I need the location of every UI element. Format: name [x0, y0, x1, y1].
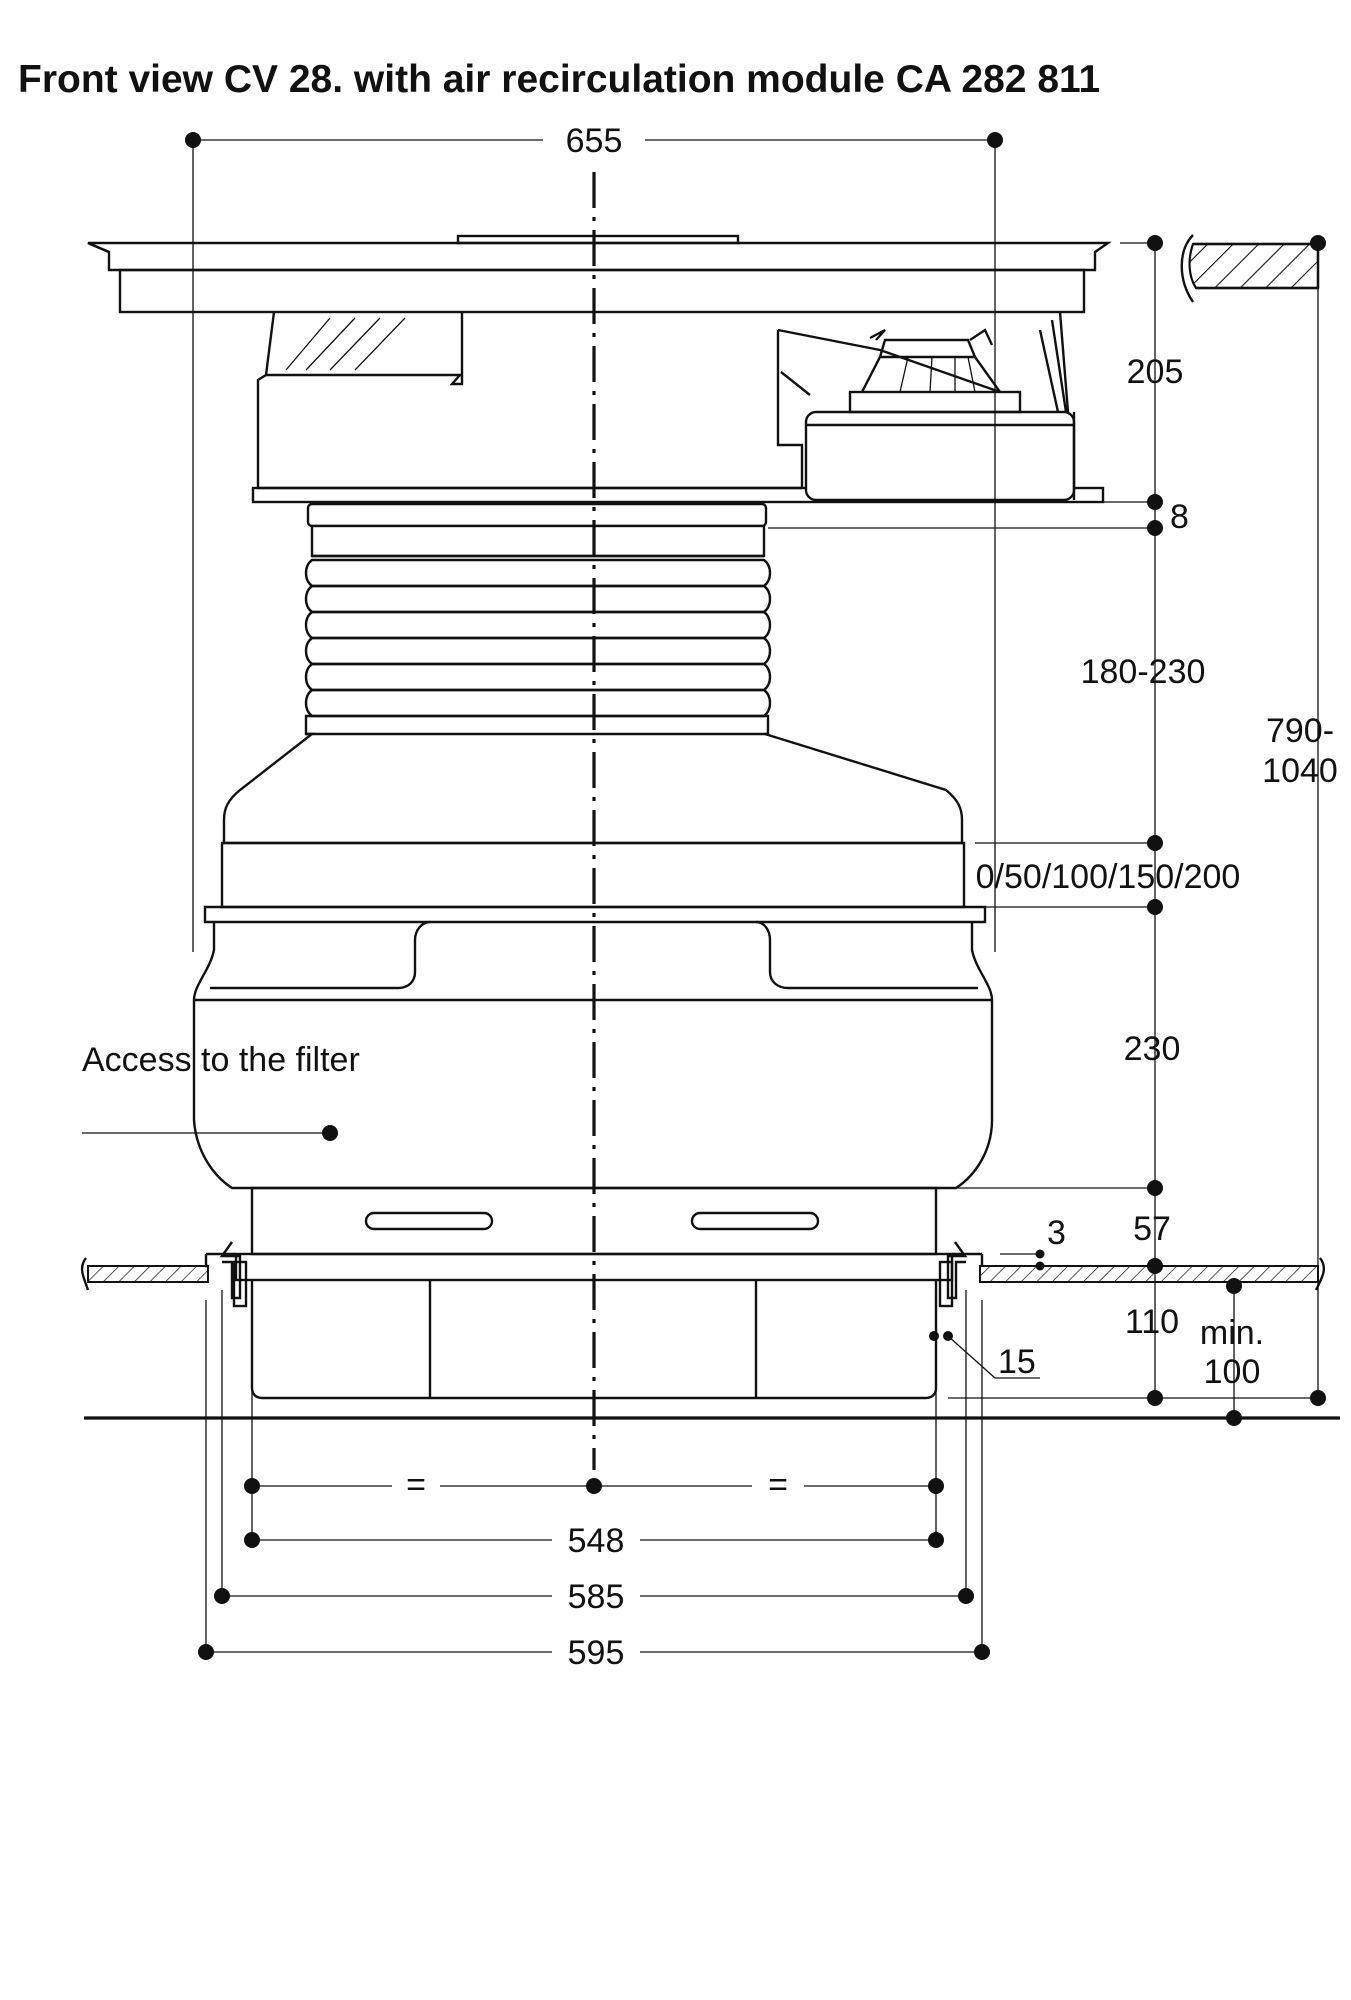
dim-label-57: 57 — [1133, 1210, 1171, 1248]
dim-label-790: 790- — [1266, 712, 1334, 750]
bellows-duct — [304, 502, 772, 736]
dim-label-205: 205 — [1127, 353, 1184, 391]
access-filter-dot — [322, 1125, 338, 1141]
dim-label-8: 8 — [1170, 498, 1189, 536]
fan-unit — [251, 311, 1105, 504]
dim-right-chain — [768, 235, 1326, 1426]
worktop-detail-top — [1180, 234, 1320, 303]
dim-label-548: 548 — [568, 1522, 625, 1560]
dim-label-585: 585 — [568, 1578, 625, 1616]
dim-label-equal-left: = — [406, 1466, 426, 1504]
diagram-title: Front view CV 28. with air recirculation… — [18, 58, 1100, 101]
dim-label-equal-right: = — [768, 1466, 788, 1504]
cooktop — [87, 234, 1112, 314]
worktop-section — [80, 1252, 1326, 1291]
dim-label-1040: 1040 — [1262, 752, 1338, 790]
dim-655: 655 — [185, 122, 1003, 952]
dim-label-0-200: 0/50/100/150/200 — [976, 858, 1241, 896]
dim-label-3: 3 — [1047, 1214, 1066, 1252]
bottom-extension-lines — [205, 1290, 983, 1652]
dim-equal: = = — [244, 1466, 944, 1504]
dim-label-180-230: 180-230 — [1081, 653, 1206, 691]
access-filter-label: Access to the filter — [82, 1041, 360, 1079]
dim-548: 548 — [244, 1522, 944, 1560]
dim-label-110: 110 — [1125, 1303, 1179, 1341]
dim-label-15: 15 — [998, 1343, 1036, 1381]
dim-label-min: min. — [1200, 1314, 1264, 1352]
dim-label-min-100: 100 — [1204, 1353, 1261, 1391]
dim-595: 595 — [198, 1634, 990, 1672]
dim-label-595: 595 — [568, 1634, 625, 1672]
dim-label-230: 230 — [1124, 1030, 1181, 1068]
dim-label-655: 655 — [566, 122, 623, 160]
dim-585: 585 — [214, 1578, 974, 1616]
